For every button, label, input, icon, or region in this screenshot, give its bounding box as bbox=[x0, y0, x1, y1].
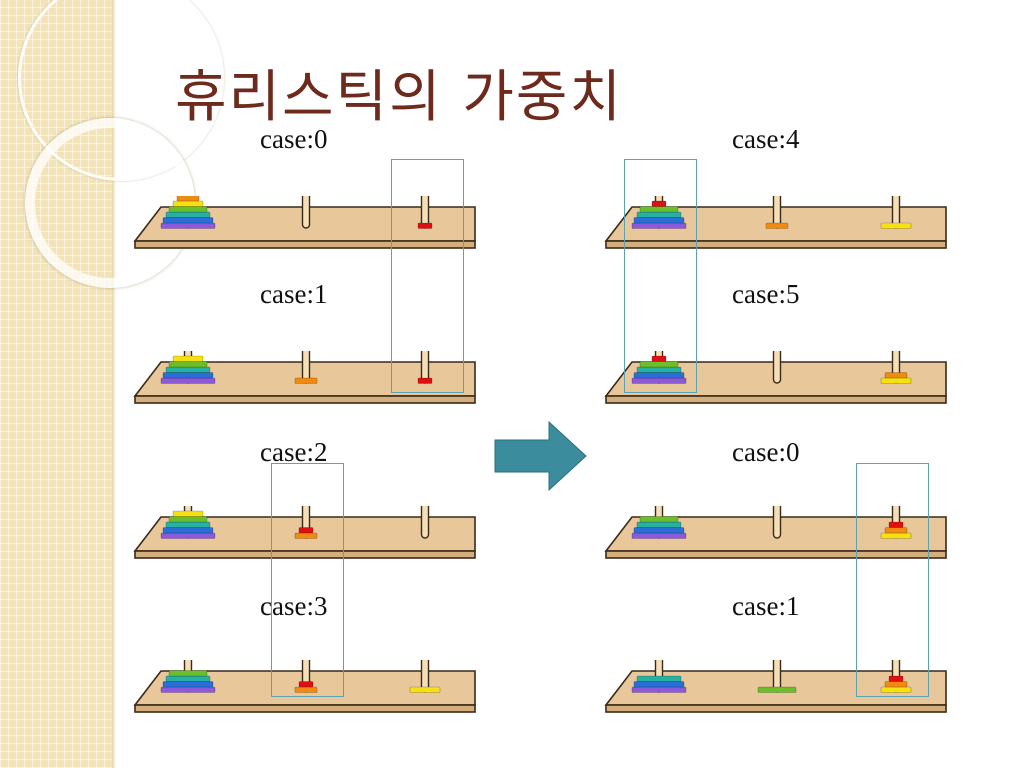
disk-red bbox=[651, 355, 667, 362]
case-label-right-4: case:1 bbox=[732, 591, 800, 621]
disk-teal bbox=[636, 521, 682, 528]
disk-orange bbox=[294, 377, 318, 384]
disk-blue bbox=[633, 681, 685, 688]
hanoi-board-right-1 bbox=[604, 196, 949, 252]
disk-yellow bbox=[409, 686, 441, 693]
disk-blue bbox=[162, 372, 214, 379]
disk-yellow bbox=[172, 355, 204, 362]
disk-red bbox=[417, 377, 433, 384]
hanoi-board-left-4 bbox=[133, 660, 478, 716]
disk-purple bbox=[631, 532, 687, 539]
disk-green bbox=[639, 516, 679, 523]
board-front bbox=[605, 704, 947, 713]
board-front bbox=[134, 550, 476, 559]
peg-rod bbox=[772, 506, 782, 539]
disk-green bbox=[757, 686, 797, 693]
case-label-left-2: case:1 bbox=[260, 279, 328, 309]
hanoi-board-svg bbox=[604, 351, 947, 404]
disk-orange bbox=[176, 196, 200, 202]
disk-teal bbox=[165, 211, 211, 218]
disk-green bbox=[168, 516, 208, 523]
disk-purple bbox=[160, 222, 216, 229]
hanoi-board-right-3 bbox=[604, 506, 949, 562]
hanoi-board-right-2 bbox=[604, 351, 949, 407]
board-front bbox=[605, 240, 947, 249]
hanoi-board-svg bbox=[604, 506, 947, 559]
hanoi-board-svg bbox=[604, 196, 947, 249]
disk-purple bbox=[160, 377, 216, 384]
board-front bbox=[134, 704, 476, 713]
disk-green bbox=[168, 361, 208, 368]
highlight-box-left-peg3 bbox=[391, 159, 464, 393]
hanoi-board-svg bbox=[133, 196, 476, 249]
disk-yellow bbox=[172, 510, 204, 517]
sidebar-edge bbox=[112, 0, 116, 768]
board-front bbox=[605, 395, 947, 404]
disk-blue bbox=[162, 681, 214, 688]
highlight-box-right-peg3 bbox=[856, 463, 929, 697]
disk-red bbox=[298, 527, 314, 534]
disk-purple bbox=[160, 686, 216, 693]
case-label-right-1: case:4 bbox=[732, 124, 800, 154]
highlight-box-left-peg2 bbox=[271, 463, 344, 697]
hanoi-board-svg bbox=[133, 660, 476, 713]
peg-rod bbox=[420, 506, 430, 539]
board-front bbox=[134, 240, 476, 249]
highlight-box-right-peg1 bbox=[624, 159, 697, 393]
disk-purple bbox=[631, 686, 687, 693]
disk-red bbox=[417, 222, 433, 229]
hanoi-board-left-2 bbox=[133, 351, 478, 407]
case-label-left-3: case:2 bbox=[260, 437, 328, 467]
disk-teal bbox=[165, 521, 211, 528]
disk-green bbox=[168, 206, 208, 213]
disk-teal bbox=[165, 366, 211, 373]
case-label-left-1: case:0 bbox=[260, 124, 328, 154]
disk-red bbox=[888, 675, 904, 682]
disk-red bbox=[298, 681, 314, 688]
board-front bbox=[605, 550, 947, 559]
hanoi-board-svg bbox=[133, 351, 476, 404]
board-front bbox=[134, 395, 476, 404]
slide-title: 휴리스틱의 가중치 bbox=[175, 65, 623, 130]
hanoi-board-left-1 bbox=[133, 196, 478, 252]
disk-purple bbox=[160, 532, 216, 539]
peg-rod bbox=[301, 196, 311, 229]
disk-blue bbox=[162, 527, 214, 534]
disk-yellow bbox=[880, 222, 912, 229]
disk-blue bbox=[162, 217, 214, 224]
case-label-right-2: case:5 bbox=[732, 279, 800, 309]
disk-teal bbox=[165, 675, 211, 682]
peg-rod bbox=[772, 351, 782, 384]
hanoi-board-svg bbox=[133, 506, 476, 559]
disk-teal bbox=[636, 675, 682, 682]
hanoi-board-left-3 bbox=[133, 506, 478, 562]
disk-yellow bbox=[880, 377, 912, 384]
disk-yellow bbox=[172, 200, 204, 207]
case-label-right-3: case:0 bbox=[732, 437, 800, 467]
disk-red bbox=[651, 200, 667, 207]
disk-orange bbox=[765, 222, 789, 229]
disk-blue bbox=[633, 527, 685, 534]
right-arrow-icon bbox=[493, 420, 588, 492]
disk-red bbox=[888, 521, 904, 528]
disk-green bbox=[168, 670, 208, 677]
disk-orange bbox=[884, 372, 908, 379]
